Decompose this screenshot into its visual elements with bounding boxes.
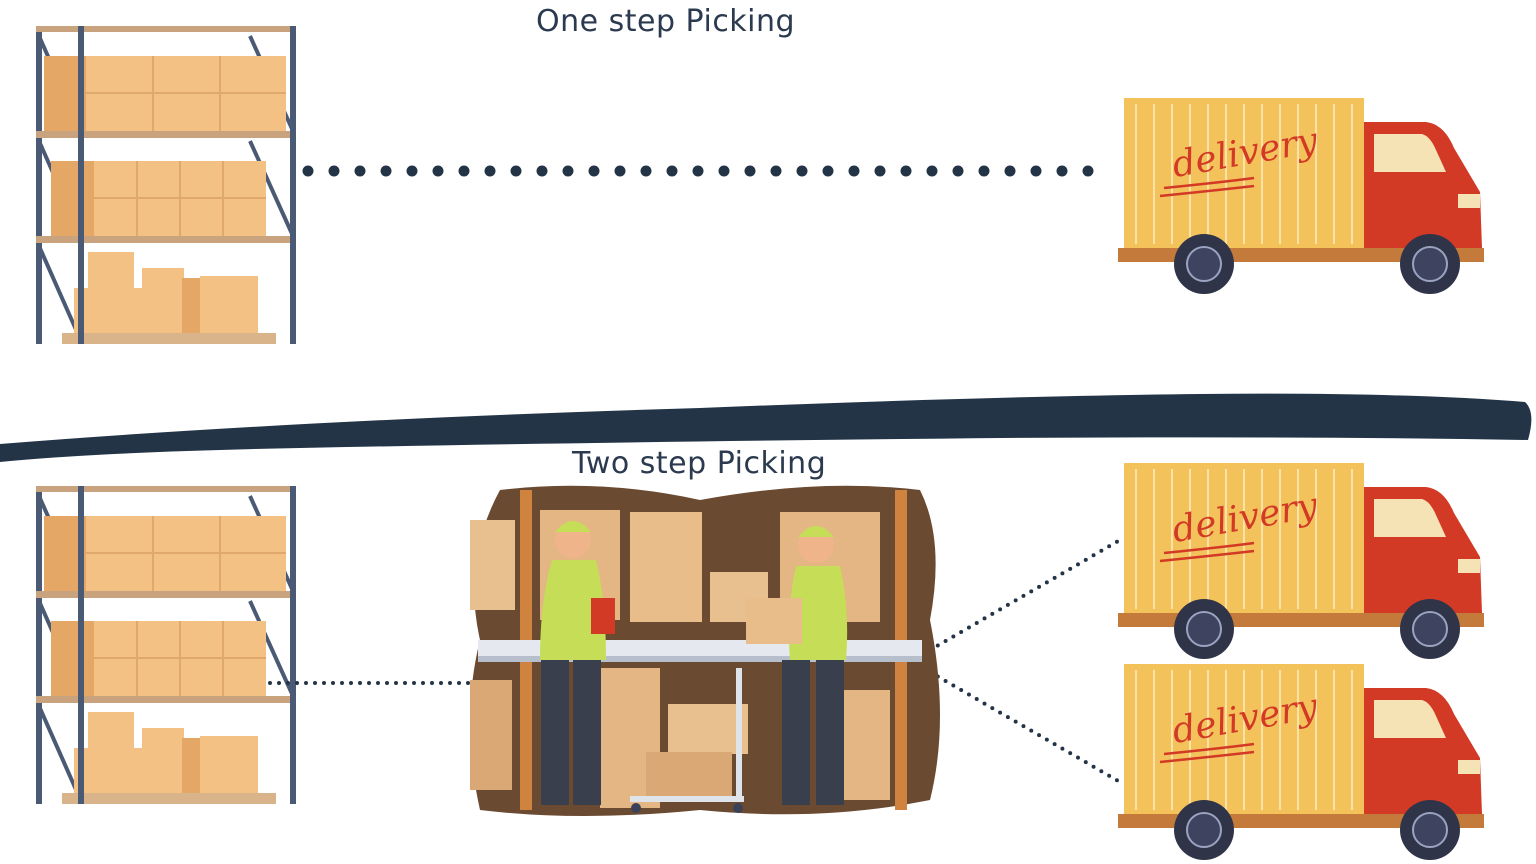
warehouse-rack-icon xyxy=(34,484,298,806)
one-step-picking-title: One step Picking xyxy=(536,4,796,39)
divider-brush-stroke xyxy=(0,393,1532,462)
delivery-truck-icon: delivery xyxy=(1116,96,1486,296)
delivery-truck-icon: delivery xyxy=(1116,662,1486,862)
warehouse-workers-illustration xyxy=(470,485,940,816)
staging-to-truck-upper-dotted-path xyxy=(928,538,1122,652)
delivery-truck-icon: delivery xyxy=(1116,461,1486,661)
staging-to-truck-lower-dotted-path xyxy=(928,670,1122,784)
two-step-picking-title: Two step Picking xyxy=(572,446,827,481)
warehouse-rack-icon xyxy=(34,24,298,346)
